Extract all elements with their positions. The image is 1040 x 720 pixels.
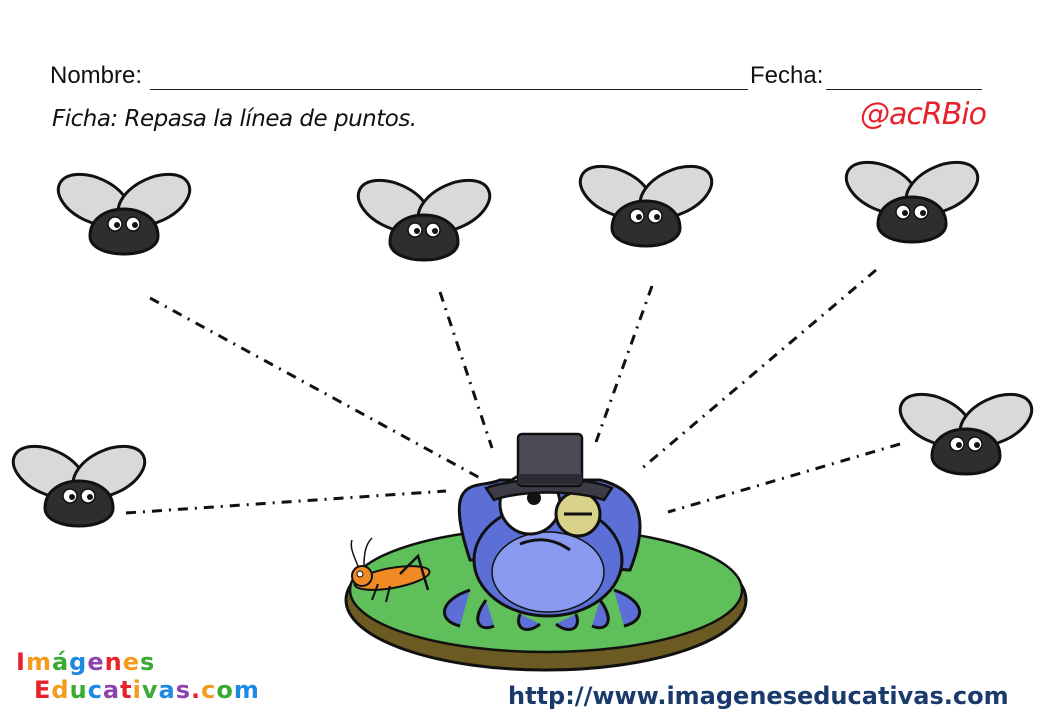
grasshopper [350, 537, 431, 603]
fly-6 [890, 382, 1040, 476]
author-tag: @acRBio [860, 97, 987, 132]
trace-line-1[interactable] [149, 296, 481, 480]
trace-line-2[interactable] [438, 291, 494, 449]
name-label: Nombre: [50, 62, 143, 89]
site-url-link[interactable]: http://www.imageneseducativas.com [508, 682, 1009, 710]
logo-line-1: Imágenes [16, 648, 156, 676]
fly-3 [570, 154, 722, 248]
fly-1 [48, 162, 200, 256]
top-hat [484, 432, 614, 502]
fly-4 [836, 150, 988, 244]
date-field-line[interactable] [826, 89, 982, 90]
date-label: Fecha: [750, 62, 824, 89]
trace-line-6[interactable] [667, 442, 901, 514]
trace-line-4[interactable] [639, 268, 877, 472]
fly-2 [348, 168, 500, 262]
logo-line-2: Educativas.com [34, 676, 260, 704]
frog [442, 472, 642, 631]
trace-line-3[interactable] [594, 285, 654, 443]
name-field-line[interactable] [150, 89, 748, 90]
trace-line-5[interactable] [125, 489, 447, 515]
trace-lines[interactable] [125, 268, 901, 515]
instruction-text: Ficha: Repasa la línea de puntos. [52, 106, 417, 132]
